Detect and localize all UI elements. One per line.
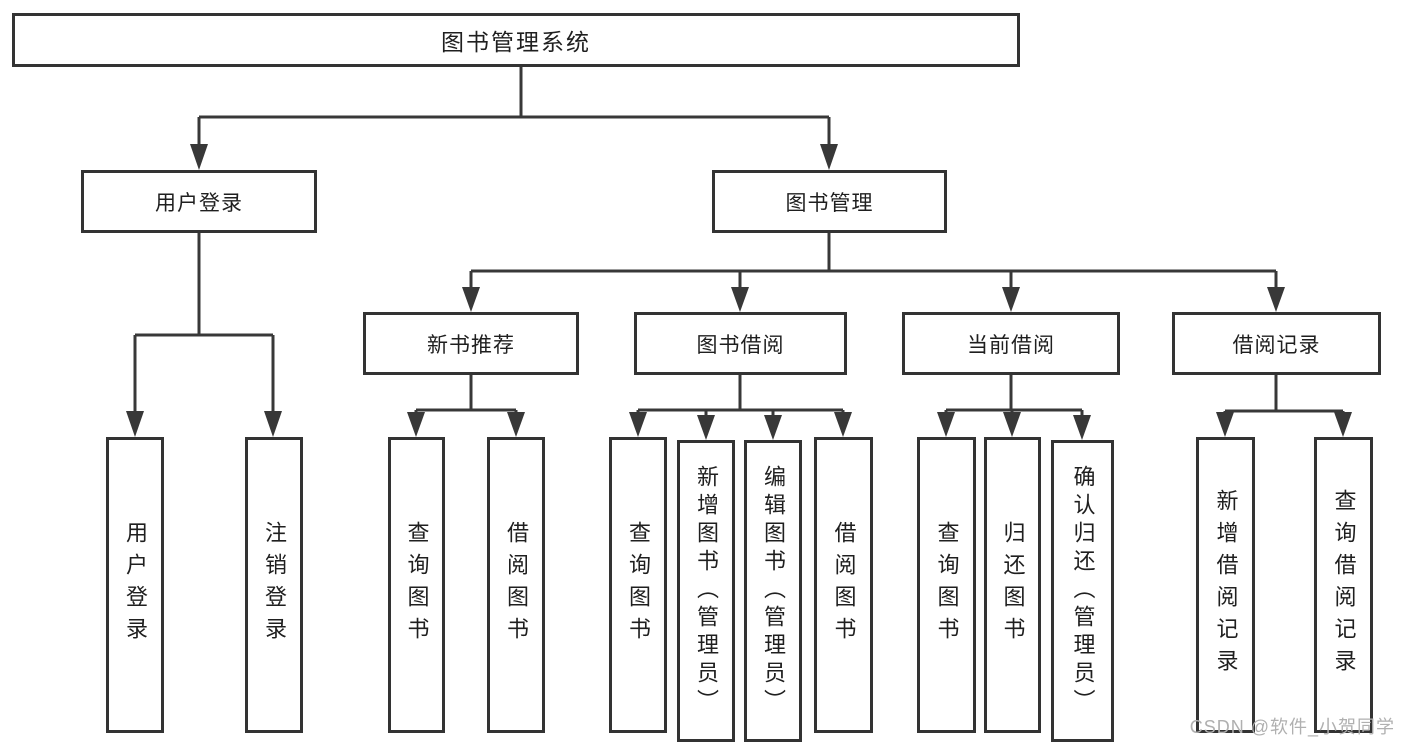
node-label: 新增图书（管理员） — [694, 465, 719, 717]
node-user-login: 用户登录 — [81, 170, 317, 233]
leaf-query-books-current: 查询图书 — [917, 437, 976, 733]
node-label: 借阅图书 — [504, 521, 529, 649]
node-library-management-system: 图书管理系统 — [12, 13, 1020, 67]
node-label: 新书推荐 — [427, 333, 515, 357]
connector-book-borrow-branch — [629, 375, 852, 440]
node-label: 注销登录 — [262, 521, 287, 649]
leaf-confirm-return-admin: 确认归还（管理员） — [1051, 440, 1114, 742]
connector-book-management-branch — [462, 233, 1285, 312]
node-label: 确认归还（管理员） — [1070, 465, 1096, 717]
leaf-query-borrow-record: 查询借阅记录 — [1314, 437, 1373, 733]
connector-root-to-level2 — [190, 67, 838, 170]
node-book-management: 图书管理 — [712, 170, 947, 233]
node-label: 当前借阅 — [967, 333, 1055, 357]
node-current-borrowing: 当前借阅 — [902, 312, 1120, 375]
node-book-borrowing: 图书借阅 — [634, 312, 847, 375]
node-label: 图书借阅 — [696, 333, 785, 357]
connector-current-borrow-branch — [937, 375, 1091, 440]
node-label: 新增借阅记录 — [1213, 489, 1239, 681]
leaf-return-books: 归还图书 — [984, 437, 1041, 733]
connector-borrow-records-branch — [1216, 375, 1352, 437]
csdn-watermark: CSDN @软件_小贺同学 — [1189, 717, 1395, 737]
leaf-add-book-admin: 新增图书（管理员） — [677, 440, 735, 742]
node-label: 用户登录 — [123, 521, 148, 649]
node-label: 归还图书 — [1000, 521, 1026, 649]
leaf-user-login: 用户登录 — [106, 437, 164, 733]
connector-user-login-branch — [126, 233, 282, 437]
node-label: 查询借阅记录 — [1331, 489, 1357, 681]
node-new-book-recommendation: 新书推荐 — [363, 312, 579, 375]
leaf-query-books-borrow: 查询图书 — [609, 437, 667, 733]
node-label: 查询图书 — [404, 521, 430, 649]
node-label: 图书管理系统 — [441, 29, 591, 55]
leaf-query-books-recommend: 查询图书 — [388, 437, 445, 733]
node-label: 借阅图书 — [831, 521, 857, 649]
leaf-borrow-books: 借阅图书 — [814, 437, 873, 733]
node-label: 查询图书 — [626, 521, 651, 649]
leaf-add-borrow-record: 新增借阅记录 — [1196, 437, 1255, 733]
node-label: 查询图书 — [934, 521, 960, 649]
leaf-logout: 注销登录 — [245, 437, 303, 733]
node-label: 图书管理 — [785, 191, 874, 215]
node-label: 用户登录 — [155, 191, 243, 215]
node-label: 编辑图书（管理员） — [761, 465, 786, 717]
connector-new-book-branch — [407, 375, 525, 437]
node-label: 借阅记录 — [1232, 333, 1321, 357]
leaf-edit-book-admin: 编辑图书（管理员） — [744, 440, 802, 742]
node-borrowing-records: 借阅记录 — [1172, 312, 1381, 375]
leaf-borrow-books-recommend: 借阅图书 — [487, 437, 545, 733]
